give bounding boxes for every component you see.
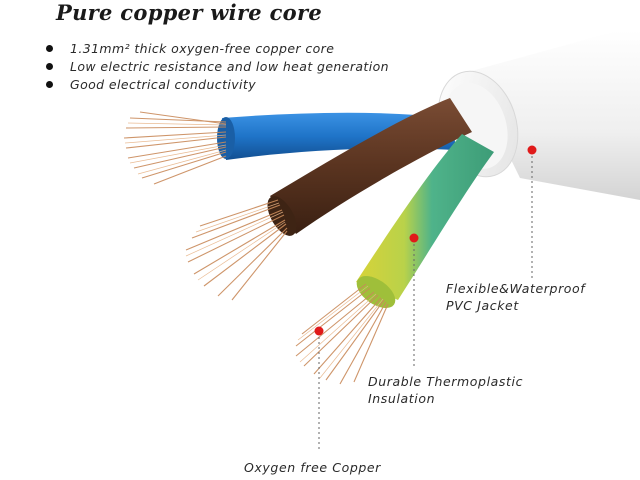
brown-wire xyxy=(185,98,472,301)
bullet-icon xyxy=(46,45,53,52)
callout-jacket xyxy=(527,145,537,278)
feature-list: 1.31mm² thick oxygen-free copper core Lo… xyxy=(46,40,389,94)
page-title: Pure copper wire core xyxy=(56,0,323,25)
earth-wire xyxy=(295,134,494,385)
feature-item: Good electrical conductivity xyxy=(46,76,389,94)
callout-insulation xyxy=(409,233,419,368)
bullet-icon xyxy=(46,63,53,70)
bullet-icon xyxy=(46,81,53,88)
label-copper: Oxygen free Copper xyxy=(244,460,381,475)
label-insulation: Durable Thermoplastic Insulation xyxy=(368,374,524,406)
feature-item: Low electric resistance and low heat gen… xyxy=(46,58,389,76)
feature-item: 1.31mm² thick oxygen-free copper core xyxy=(46,40,389,58)
label-pvc-jacket: Flexible&Waterproof PVC Jacket xyxy=(446,281,586,313)
callout-copper xyxy=(314,326,324,452)
